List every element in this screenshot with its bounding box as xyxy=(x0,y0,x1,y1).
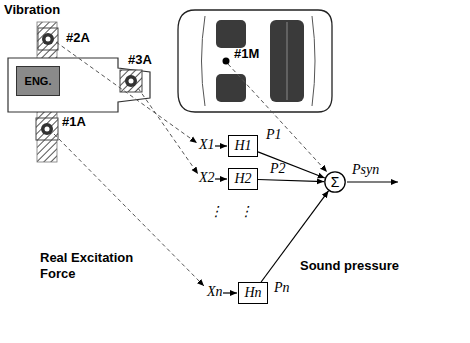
transfer-function-box: H2 xyxy=(228,168,258,190)
dashed-leader xyxy=(54,42,327,286)
note-text: Real Excitation Force xyxy=(40,250,152,281)
signal-name: Psyn xyxy=(352,162,379,178)
heading: Vibration xyxy=(4,2,60,17)
engine-mount xyxy=(36,118,58,140)
summing-junction: Σ xyxy=(324,171,346,193)
ellipsis-dots: ⋮ xyxy=(209,203,223,220)
car-top-view xyxy=(178,10,332,112)
signal-connector xyxy=(258,180,324,182)
ellipsis-dots: ⋮ xyxy=(239,203,253,220)
signal-name: P2 xyxy=(270,161,286,177)
node-text: H1 xyxy=(234,138,251,154)
signal-name: Xn xyxy=(207,284,223,300)
note-text: Sound pressure xyxy=(300,258,399,273)
node-text: Hn xyxy=(244,285,261,301)
output-arrow xyxy=(347,181,398,182)
transfer-function-box: Hn xyxy=(238,282,268,304)
callout-number: #1M xyxy=(234,46,259,61)
signal-name: Pn xyxy=(274,280,290,296)
signal-name: P1 xyxy=(266,127,282,143)
node-text: ENG. xyxy=(25,75,52,87)
engine-mount xyxy=(38,28,58,50)
signal-name: X1 xyxy=(199,137,215,153)
signal-connector xyxy=(258,152,325,178)
callout-number: #3A xyxy=(128,52,152,67)
transfer-function-box: H1 xyxy=(228,135,258,157)
callout-number: #2A xyxy=(66,30,90,45)
engine-block: ENG. xyxy=(16,66,60,96)
node-text: H2 xyxy=(234,171,251,187)
signal-name: X2 xyxy=(199,170,215,186)
callout-number: #1A xyxy=(62,114,86,129)
node-text: Σ xyxy=(331,175,340,189)
